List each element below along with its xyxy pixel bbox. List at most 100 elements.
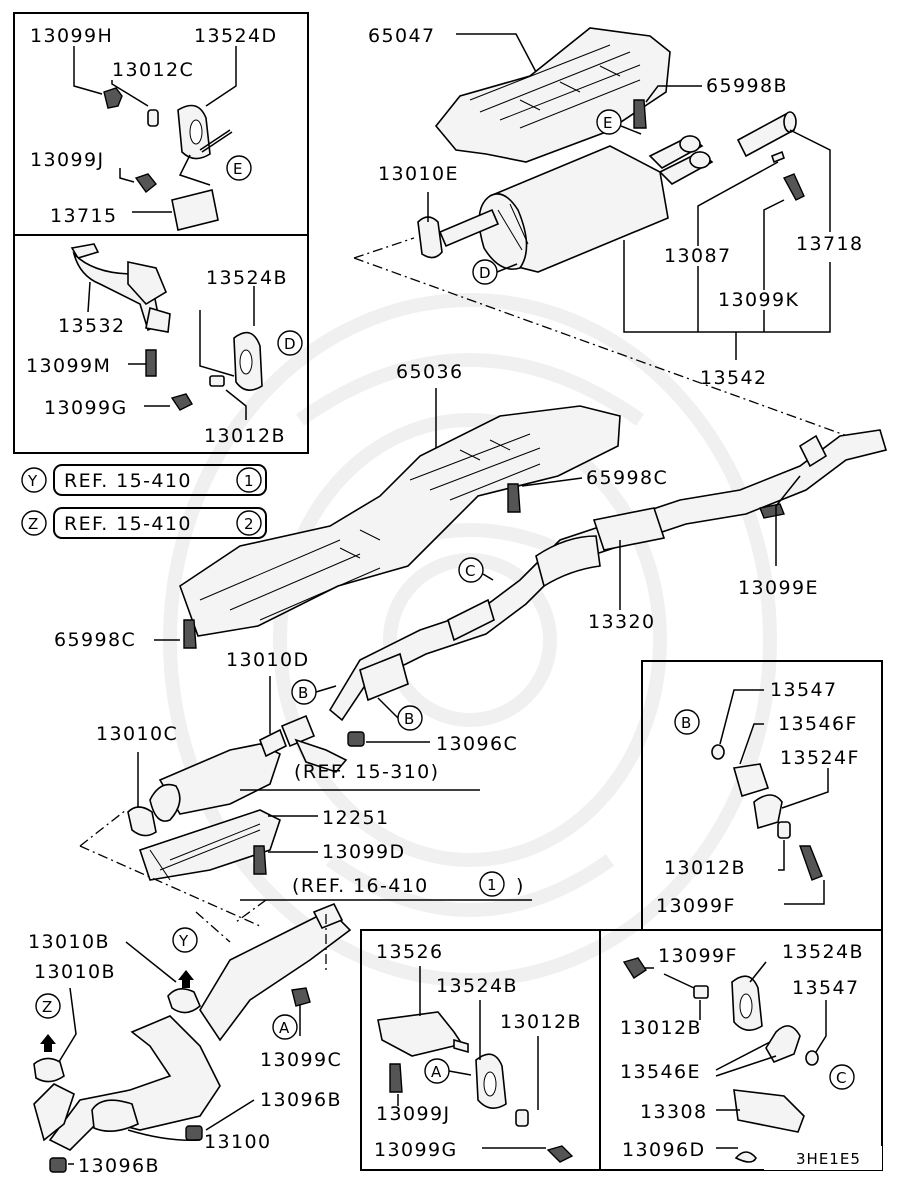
ref-box-Y	[53, 464, 267, 496]
ref-Y-num: 1	[244, 472, 255, 490]
bolt-65998B	[633, 99, 647, 129]
label-13012B-b: 13012B	[664, 857, 746, 879]
callout-A-left-text: A	[279, 1019, 290, 1037]
ref-Z-text: REF. 15-410	[64, 513, 192, 535]
leader-13087	[697, 161, 779, 246]
figure-code-box	[764, 1146, 882, 1170]
label-12251: 12251	[322, 807, 389, 829]
ref-box-Z	[53, 507, 267, 539]
dash-front-pipe	[195, 899, 327, 974]
leader-A-inset	[448, 1070, 472, 1076]
callout-E-inset	[226, 155, 252, 181]
leader-B	[315, 685, 399, 719]
label-13320: 13320	[588, 611, 655, 633]
callout-E	[596, 109, 622, 135]
label-65036: 65036	[396, 361, 463, 383]
center-heat-shield	[179, 405, 621, 637]
label-13099C: 13099C	[260, 1049, 342, 1071]
inset-lower-parts	[70, 243, 263, 420]
ref-Y-num-circle	[236, 467, 262, 493]
rear-heat-shield	[434, 27, 671, 163]
figure-code: 3HE1E5	[796, 1150, 861, 1168]
label-13099J-b: 13099J	[376, 1103, 450, 1125]
callout-Y	[172, 927, 198, 953]
ref-16-410-num-circle	[479, 871, 505, 897]
callout-C-text: C	[465, 562, 476, 580]
leader-13100	[127, 1129, 201, 1142]
leader-D	[496, 263, 518, 273]
label-13096B-b: 13096B	[78, 1155, 160, 1177]
label-13524B-c: 13524B	[782, 941, 864, 963]
leader-13099F-a	[784, 880, 825, 905]
label-13526: 13526	[376, 941, 443, 963]
callout-D-text: D	[479, 264, 492, 282]
leader-13547-b	[815, 1000, 827, 1053]
label-13099J: 13099J	[30, 149, 104, 171]
label-13715: 13715	[50, 205, 117, 227]
label-13010B-b: 13010B	[34, 961, 116, 983]
callout-Y-text: Y	[178, 932, 189, 950]
inset-right-parts	[711, 744, 823, 881]
label-13718: 13718	[796, 233, 863, 255]
bolt-13099D	[253, 845, 267, 875]
label-13096C: 13096C	[436, 733, 518, 755]
leader-13010B-a	[125, 941, 177, 983]
label-65047: 65047	[368, 25, 435, 47]
callout-Z	[35, 993, 61, 1019]
label-13010D: 13010D	[226, 649, 309, 671]
leader-13547-a	[719, 689, 764, 745]
callout-D-inset-text: D	[284, 335, 297, 353]
label-13010E: 13010E	[378, 163, 459, 185]
leader-C	[482, 573, 494, 581]
label-13524B-b: 13524B	[436, 975, 518, 997]
front-pipe-13100	[33, 902, 352, 1173]
label-13524D: 13524D	[194, 25, 277, 47]
label-13542: 13542	[700, 367, 767, 389]
label-13099G: 13099G	[44, 397, 128, 419]
label-13547-b: 13547	[792, 977, 859, 999]
catalytic-converter-12251	[127, 714, 365, 881]
label-13012C: 13012C	[112, 59, 194, 81]
label-13546E: 13546E	[620, 1061, 701, 1083]
ref-16-410-close: )	[516, 875, 525, 897]
dash-converter	[79, 809, 261, 927]
label-13532: 13532	[58, 315, 125, 337]
callout-E-inset-text: E	[233, 160, 243, 178]
leader-13718	[789, 129, 831, 232]
label-13099G-b: 13099G	[374, 1139, 458, 1161]
callout-B-right-text: B	[404, 710, 415, 728]
label-13100: 13100	[204, 1131, 271, 1153]
label-13096D: 13096D	[622, 1139, 705, 1161]
inset-upper-parts	[73, 46, 237, 231]
leader-13099K	[763, 199, 785, 290]
leader-13524F	[781, 768, 829, 809]
label-13099K: 13099K	[718, 289, 799, 311]
ref-16-410: (REF. 16-410	[292, 875, 429, 897]
bolt-65998C-b	[183, 619, 197, 649]
label-13547-a: 13547	[770, 679, 837, 701]
arrow-up-Z	[40, 1034, 56, 1052]
label-13010B-a: 13010B	[28, 931, 110, 953]
label-13012B-c: 13012B	[500, 1011, 582, 1033]
leader-13010B-b	[53, 987, 77, 1071]
label-65998C-a: 65998C	[586, 467, 668, 489]
ref-tag-Y-text: Y	[27, 472, 38, 490]
callout-B-inset	[674, 709, 700, 735]
callout-C	[458, 557, 484, 583]
bolt-65998C-a	[507, 483, 521, 513]
label-13099F-a: 13099F	[656, 895, 736, 917]
callout-Z-text: Z	[42, 998, 53, 1016]
label-13546F: 13546F	[778, 713, 858, 735]
callout-A-left	[272, 1014, 298, 1040]
callout-C-inset	[829, 1064, 855, 1090]
callout-C-inset-text: C	[836, 1069, 847, 1087]
leader-13096B-a	[205, 1099, 255, 1131]
leader-E	[620, 125, 642, 135]
inset-bottom	[360, 929, 883, 1171]
leader-13542-bracket	[623, 240, 831, 360]
label-13099D: 13099D	[322, 841, 405, 863]
label-65998C-b: 65998C	[54, 629, 136, 651]
center-pipe-13320	[328, 429, 888, 722]
